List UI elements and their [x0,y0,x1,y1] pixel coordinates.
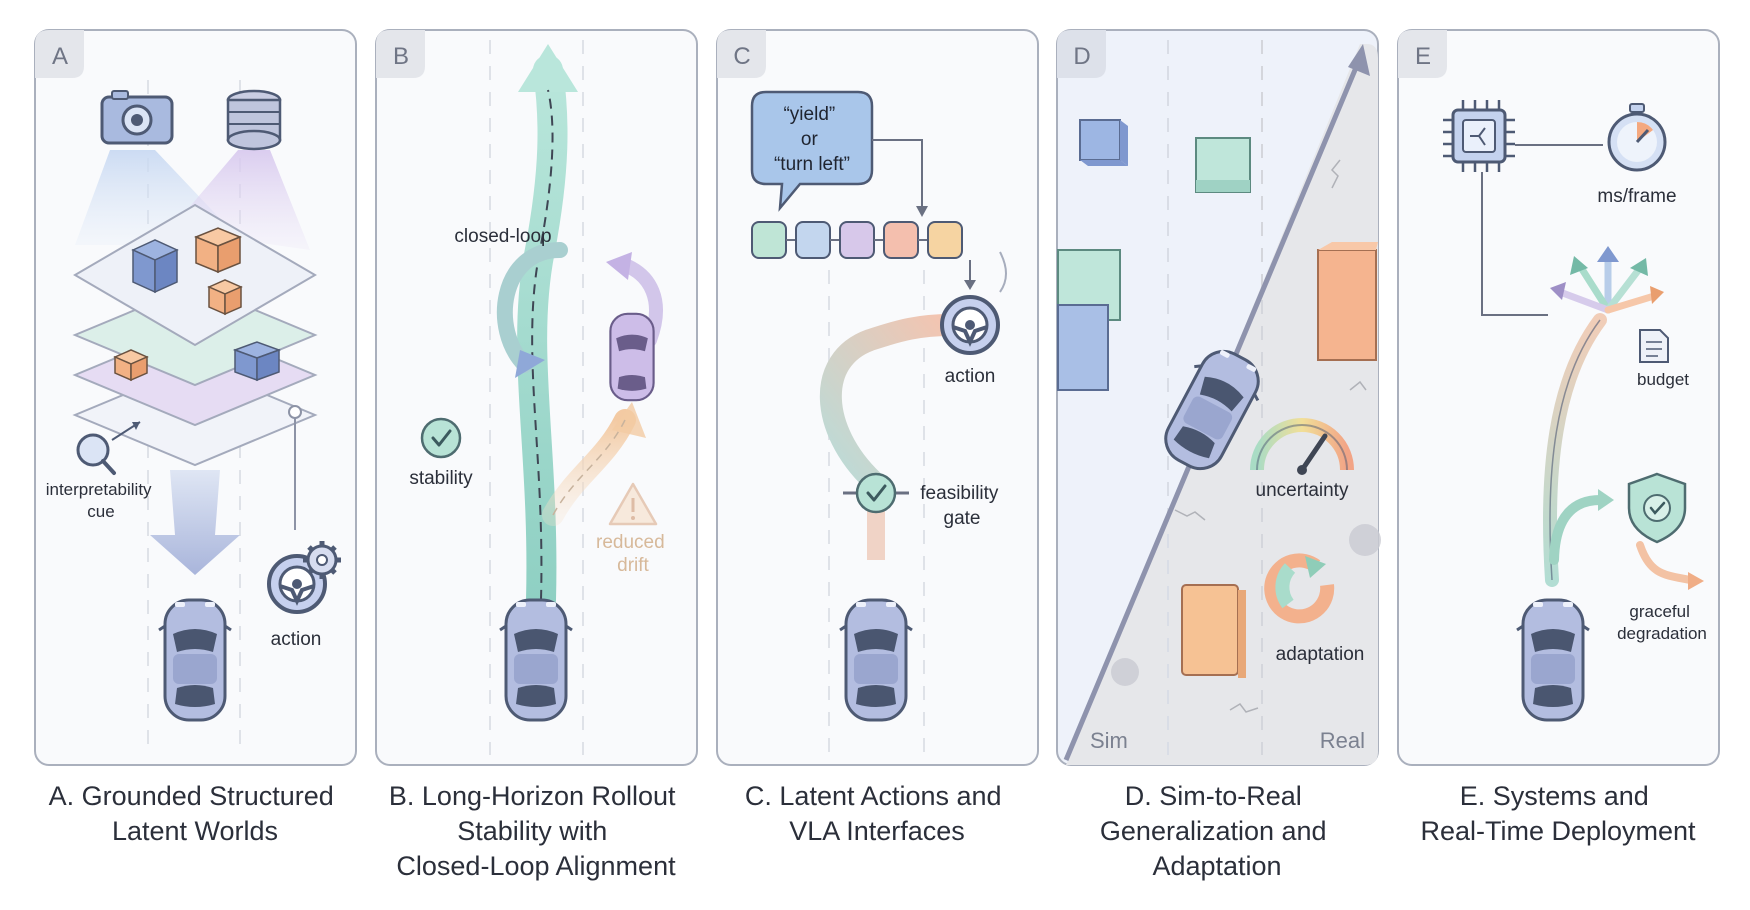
feasibility-gate-label: feasibility gate [920,483,1003,529]
caption-e: E. Systems and Real-Time Deployment [1420,781,1696,846]
action-label: action [271,629,322,650]
sim-blue-cube [1079,119,1128,166]
car-icon [838,598,914,722]
panel-c-tag: C [733,43,750,70]
latent-token [883,221,919,259]
real-label: Real [1320,728,1365,753]
graceful-degradation-label: graceful degradation [1617,602,1707,643]
stability-label: stability [409,468,473,489]
panel-c-frame [716,29,1039,766]
document-icon [1639,329,1669,363]
latent-token [795,221,831,259]
steering-wheel-icon [940,295,1000,355]
ms-frame-label: ms/frame [1597,186,1676,207]
panel-c: C “yield” or “turn left” action feasibil… [716,29,1039,766]
gauge-icon [1250,418,1354,475]
latent-token [839,221,875,259]
panel-d: D [1056,29,1381,766]
latent-token-row [751,221,963,259]
real-orange-box [1181,584,1246,678]
camera-icon [100,90,174,145]
real-orange-block [1317,242,1378,361]
adaptation-label: adaptation [1276,644,1365,665]
latent-layer-stack [72,203,318,467]
panel-b: B closed-loop stability [375,29,698,766]
latent-token [751,221,787,259]
panel-e: E ms/frame [1397,29,1720,766]
sim-label: Sim [1090,728,1128,753]
caption-d: D. Sim-to-Real Generalization and Adapta… [1100,781,1334,881]
check-circle-icon [855,472,897,514]
gear-icon [303,541,341,579]
interpretability-cue-label: interpretability cue [46,480,157,521]
chip-icon [1443,100,1515,172]
check-circle-icon [420,417,462,459]
panel-b-tag: B [393,43,409,70]
branching-arrows-icon [1550,246,1664,314]
closed-loop-arrow [496,242,568,373]
shield-check-icon [1627,472,1687,544]
stopwatch-icon [1607,103,1667,172]
speech-bubble-icon [750,90,874,212]
caption-b: B. Long-Horizon Rollout Stability with C… [389,781,683,881]
panel-a: A [34,29,357,766]
reduced-drift-label: reduced drift [596,532,670,576]
panel-e-tag: E [1415,43,1431,70]
panel-a-tag: A [52,43,68,70]
lidar-sensor-icon [226,89,282,151]
command-bubble-text: “yield” or “turn left” [774,104,850,175]
car-icon [498,598,574,722]
closed-loop-label: closed-loop [454,226,551,247]
panel-d-tag: D [1073,43,1090,70]
sim-teal-block [1195,137,1251,193]
uncertainty-label: uncertainty [1256,480,1349,501]
panel-a-tag-box [35,30,84,78]
car-icon [1515,598,1591,722]
caption-a: A. Grounded Structured Latent Worlds [49,781,342,846]
warning-icon [608,482,658,526]
refresh-icon [1264,553,1335,624]
side-car-icon [609,312,655,402]
rollout-arrowhead [518,44,578,92]
flow-down-arrow [150,470,240,575]
car-icon [157,598,233,722]
magnifier-icon [76,421,141,475]
latent-token [927,221,963,259]
action-label: action [945,366,996,387]
budget-label: budget [1637,370,1689,389]
caption-c: C. Latent Actions and VLA Interfaces [745,781,1009,846]
